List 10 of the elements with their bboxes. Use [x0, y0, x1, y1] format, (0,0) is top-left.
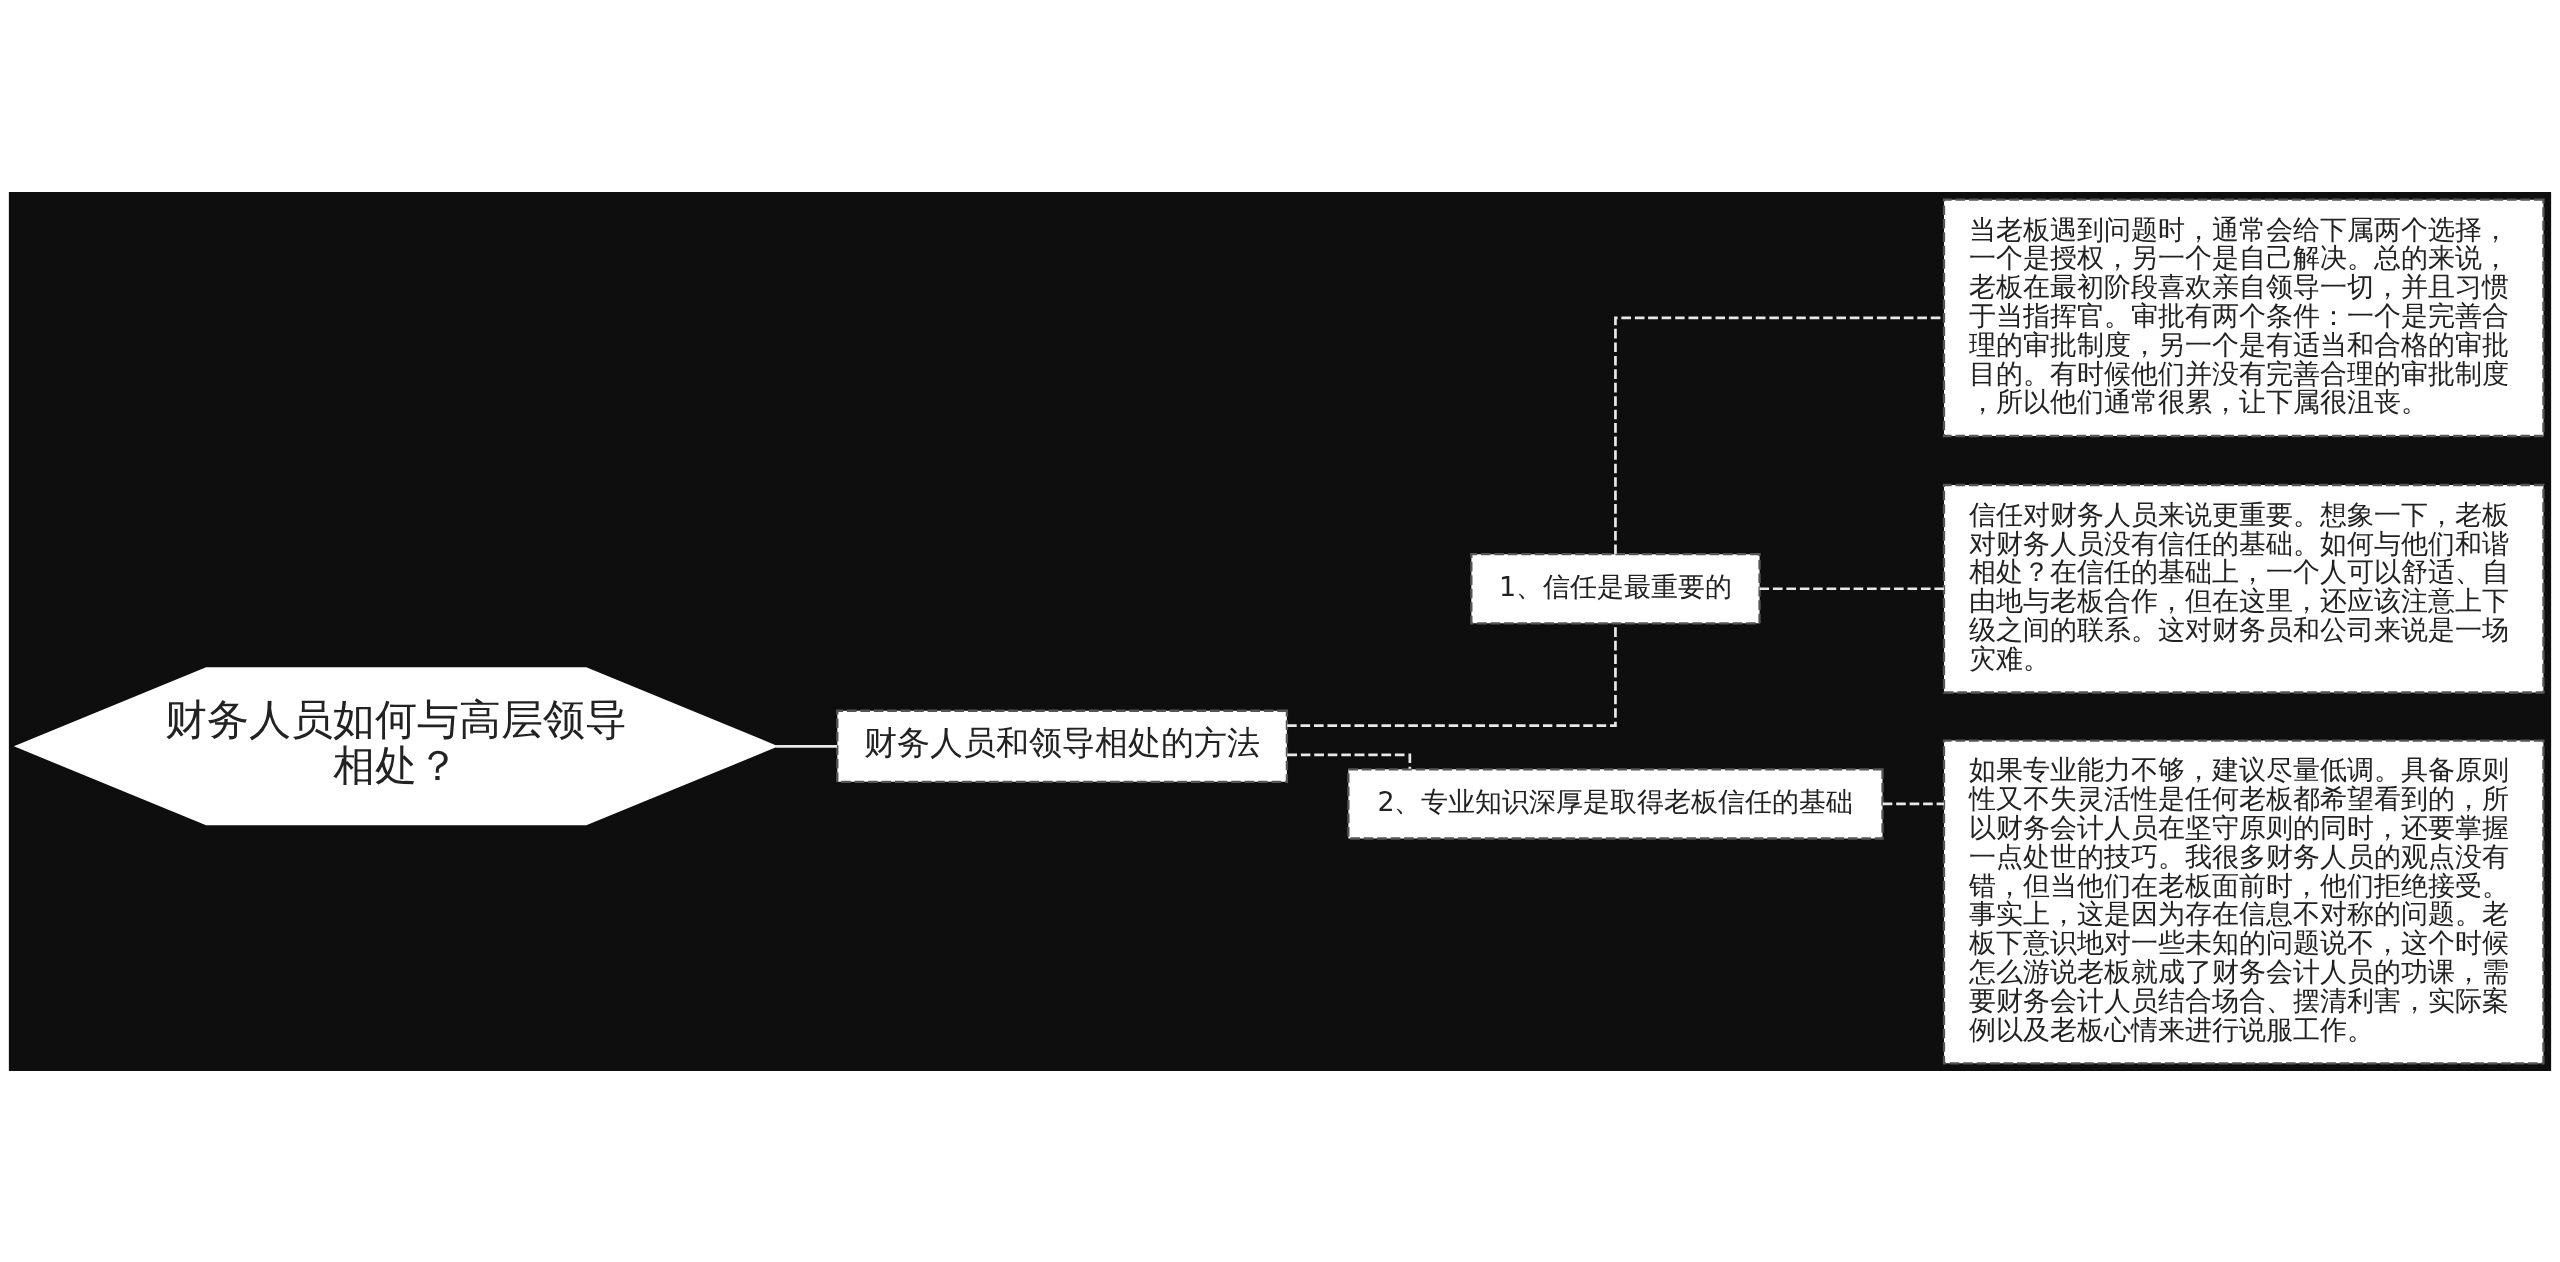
connector: [775, 744, 837, 748]
connector: [1287, 753, 1412, 769]
connector: [1759, 586, 1944, 590]
node-box: 1、信任是最重要的: [1470, 552, 1761, 624]
node-box: 2、专业知识深厚是取得老板信任的基础: [1347, 767, 1884, 840]
connector: [1882, 802, 1944, 805]
node-box: 如果专业能力不够，建议尽量低调。具备原则性又不失灵活性是任何老板都希望看到的，所以财务会计人员在坚守原则的同时，还要掌握一点处世的技巧。我很多财务人员的观点没有错，但当他们在老板面前时，他们拒绝接受。事实上，这是因为存在信息不对称的问题。老板下意识地对一些未知的问题说不，这个时候怎么游说老板就成了财务会计人员的功课，需要财务会计人员结合场合、摆清利害，实际案例以及老板心情来进行说服工作。: [1942, 738, 2545, 1064]
node-box: 当老板遇到问题时，通常会给下属两个选择，一个是授权，另一个是自己解决。总的来说，老板在最初阶段喜欢亲自领导一切，并且习惯于当指挥官。审批有两个条件：一个是完善合理的审批制度，另一个是有适当和合格的审批目的。有时候他们并没有完善合理的审批制度，所以他们通常很累，让下属很沮丧。: [1942, 198, 2545, 437]
node-box: 信任对财务人员来说更重要。想象一下，老板对财务人员没有信任的基础。如何与他们和谐相处？在信任的基础上，一个人可以舒适、自由地与老板合作，但在这里，还应该注意上下级之间的联系。这对财务员和公司来说是一场灾难。: [1942, 483, 2545, 694]
node-box: 财务人员和领导相处的方法: [836, 709, 1289, 783]
